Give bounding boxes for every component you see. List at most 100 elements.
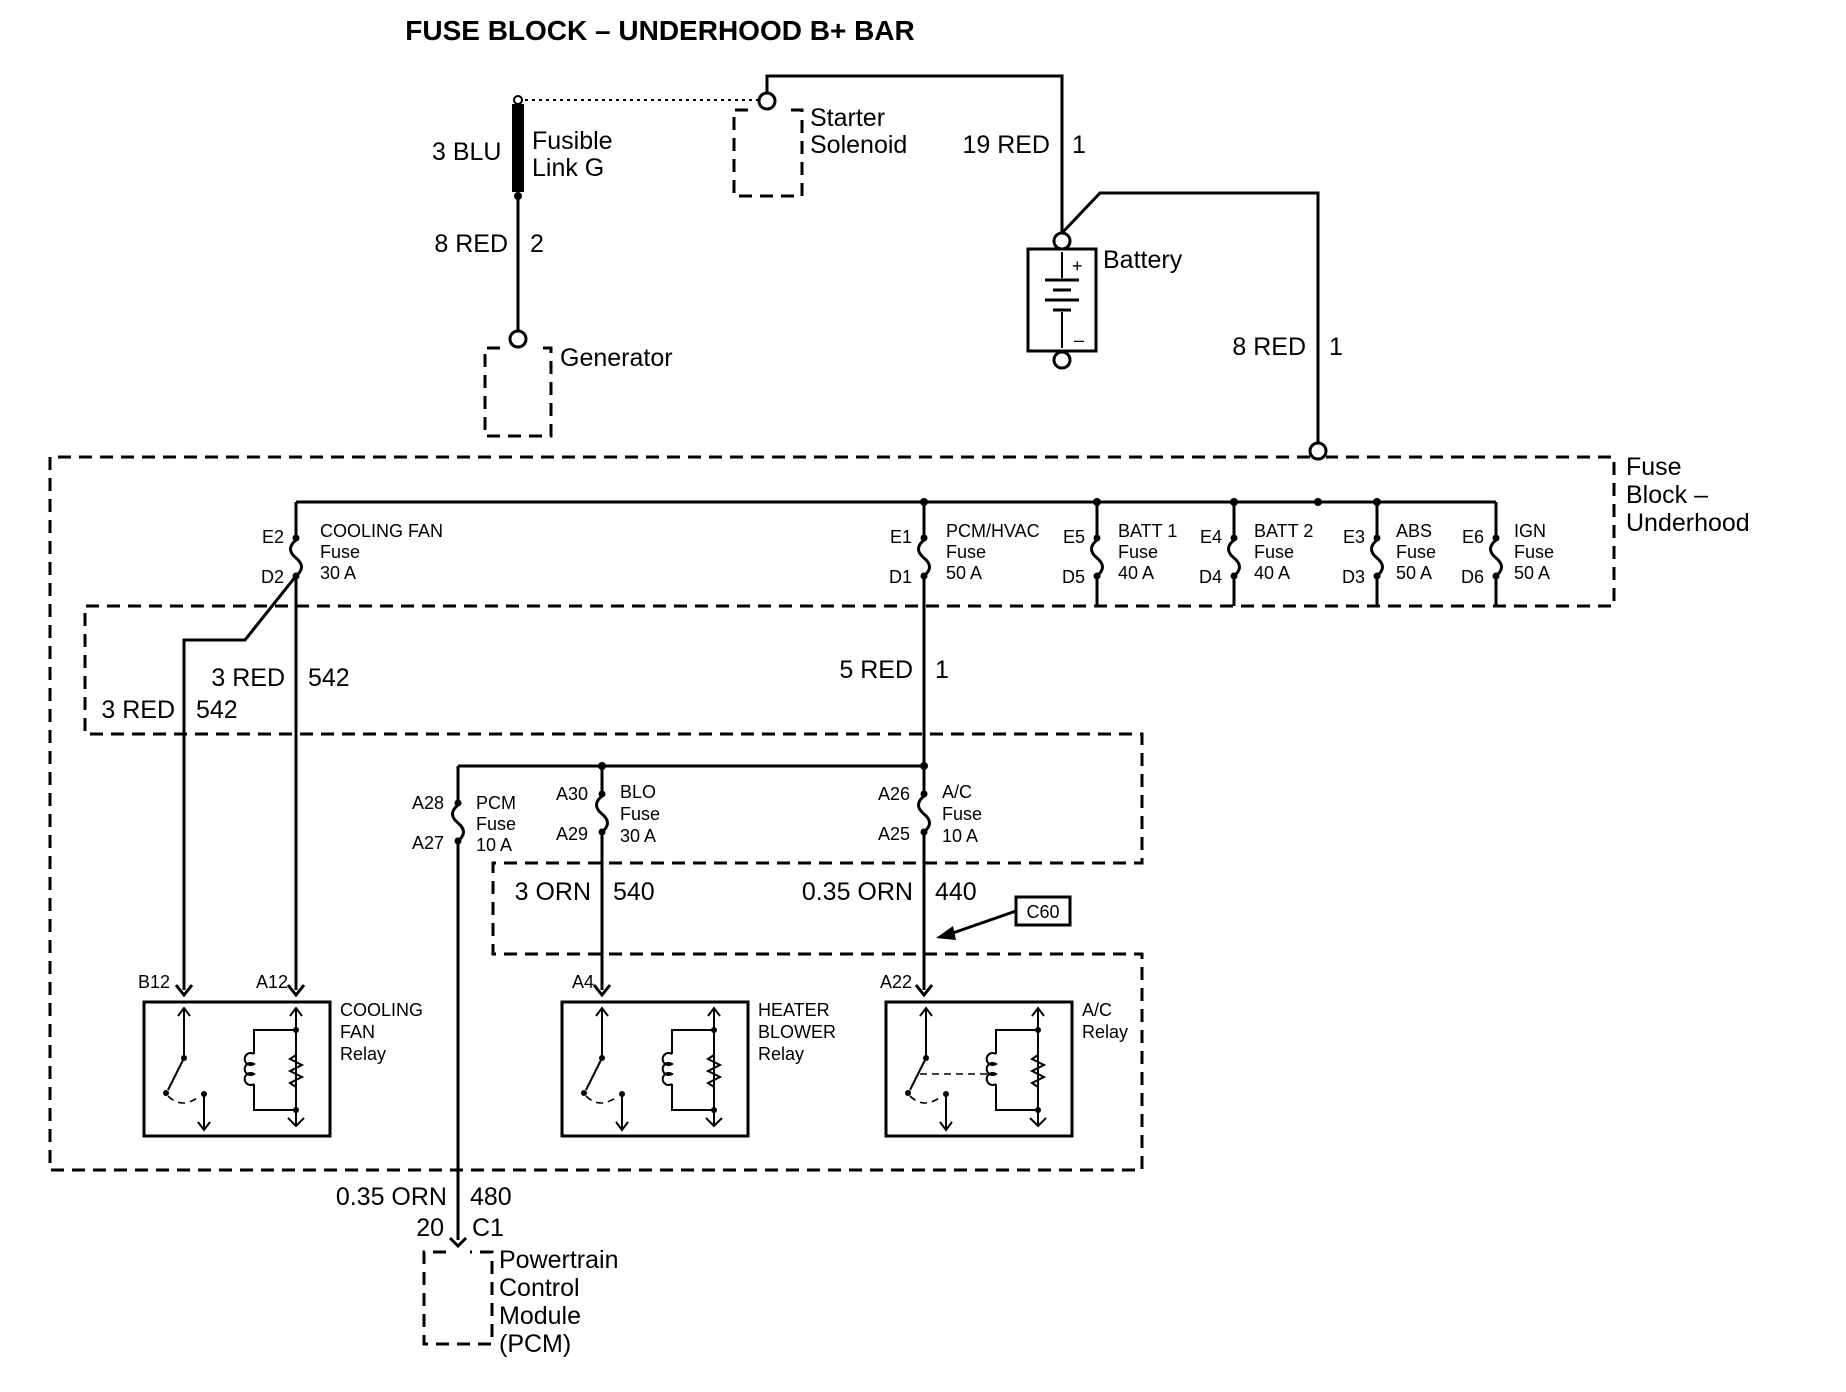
fuse-blo-rating: 30 A — [620, 826, 656, 846]
connector-c60-leader — [949, 909, 1017, 936]
fuse-batt-2-symbol — [1227, 538, 1241, 578]
fuse-pcm-hvac-name: PCM/HVAC — [946, 521, 1040, 541]
fuse-cooling-fan-bottom-pin: D2 — [261, 567, 284, 587]
fuse-batt-2-bottom-pin: D4 — [1199, 567, 1222, 587]
bus-splice-input — [1314, 498, 1322, 506]
fuse-ign-word: Fuse — [1514, 542, 1554, 562]
fuse-blo-word: Fuse — [620, 804, 660, 824]
fuse-cooling-fan-name: COOLING FAN — [320, 521, 443, 541]
battery-negative-terminal — [1052, 350, 1072, 370]
relay-heater-blower-resistor — [705, 1054, 723, 1088]
generator: 8 RED 2 Generator — [434, 196, 673, 438]
fuse-cooling-fan-rating: 30 A — [320, 563, 356, 583]
wire-pcm-hvac-name: 5 RED — [839, 656, 913, 684]
relay-cooling-fan: COOLING FAN Relay — [142, 1000, 423, 1138]
connector-c60-arrowhead — [936, 926, 956, 940]
fuse-ign-name: IGN — [1514, 521, 1546, 541]
wire-battery-block-name: 8 RED — [1232, 333, 1306, 361]
relay-ac-label-2: Relay — [1082, 1022, 1128, 1042]
pin-c1-20-arrow — [448, 1236, 468, 1249]
fuse-ign: E6 D6 IGN Fuse 50 A — [1461, 502, 1554, 606]
wire-pcm-hvac-circuit: 1 — [935, 656, 949, 684]
relay-cooling-fan-pin-b12: B12 — [138, 972, 170, 992]
relay-cooling-fan-coil — [243, 1052, 256, 1086]
wire-starter-name: 19 RED — [962, 131, 1050, 159]
pin-a4-arrow — [592, 984, 612, 998]
fusible-link-label-1: Fusible — [532, 127, 613, 155]
relay-ac-switch-arm — [909, 1057, 927, 1091]
fuse-batt-1-top-pin: E5 — [1063, 527, 1085, 547]
fuse-batt-1-symbol — [1090, 538, 1104, 578]
fuse-abs-rating: 50 A — [1396, 563, 1432, 583]
fuse-ac-word: Fuse — [942, 804, 982, 824]
fuse-abs: E3 D3 ABS Fuse 50 A — [1342, 502, 1436, 606]
relay-heater-blower-label-2: BLOWER — [758, 1022, 836, 1042]
fuse-pcm-top-pin: A28 — [412, 793, 444, 813]
fuse-abs-name: ABS — [1396, 521, 1432, 541]
battery-minus-sign: – — [1074, 330, 1084, 350]
fuse-batt-2-word: Fuse — [1254, 542, 1294, 562]
fuse-cooling-fan: E2 D2 COOLING FAN Fuse 30 A — [261, 502, 443, 587]
fusible-link-terminal — [513, 95, 523, 105]
relay-cooling-fan-resistor — [287, 1054, 305, 1088]
relay-heater-blower-coil — [661, 1052, 674, 1086]
pcm-label-2: Control — [499, 1274, 580, 1302]
generator-terminal — [508, 329, 528, 349]
relay-cooling-fan-label-3: Relay — [340, 1044, 386, 1064]
wire-blower-name: 3 ORN — [515, 878, 591, 906]
fuse-batt-2: E4 D4 BATT 2 Fuse 40 A — [1199, 502, 1313, 606]
wire-starter-battery — [765, 74, 1064, 233]
relay-cooling-fan-box — [142, 1000, 332, 1138]
fuse-pcm: A28 A27 PCM Fuse 10 A — [412, 766, 516, 855]
fuse-blo-name: BLO — [620, 782, 656, 802]
fuse-batt-1-rating: 40 A — [1118, 563, 1154, 583]
fusible-link: 3 BLU Fusible Link G — [432, 95, 760, 200]
wire-battery-block-circuit: 1 — [1329, 333, 1343, 361]
connector-c60-callout: C60 — [936, 895, 1072, 940]
generator-box — [483, 346, 553, 438]
relay-ac-pin-a22: A22 — [880, 972, 912, 992]
fuse-batt-1: E5 D5 BATT 1 Fuse 40 A — [1062, 502, 1177, 606]
wire-542-b12 — [182, 575, 298, 990]
fuse-ign-top-pin: E6 — [1462, 527, 1484, 547]
relay-heater-blower-label-3: Relay — [758, 1044, 804, 1064]
fuse-batt-2-rating: 40 A — [1254, 563, 1290, 583]
pcm-module: 0.35 ORN 480 20 C1 Powertrain Control Mo… — [336, 1183, 619, 1358]
relay-heater-blower-label-1: HEATER — [758, 1000, 830, 1020]
wire-blower-circuit: 540 — [613, 878, 655, 906]
fuse-ac-top-pin: A26 — [878, 784, 910, 804]
fuse-pcm-hvac-rating: 50 A — [946, 563, 982, 583]
pcm-label-1: Powertrain — [499, 1246, 619, 1274]
fuse-block-label-2: Block – — [1626, 481, 1708, 509]
wire-pcm-terminal: 20 — [416, 1214, 444, 1242]
relay-cooling-fan-label-2: FAN — [340, 1022, 375, 1042]
wire-542-a-name: 3 RED — [211, 664, 285, 692]
wire-starter-circuit: 1 — [1072, 131, 1086, 159]
wire-pcm-connector: C1 — [472, 1214, 504, 1242]
fuse-abs-word: Fuse — [1396, 542, 1436, 562]
pcm-label-4: (PCM) — [499, 1330, 571, 1358]
generator-label: Generator — [560, 344, 673, 372]
wire-542-b-name: 3 RED — [101, 696, 175, 724]
relay-cooling-fan-switch-arm — [167, 1057, 185, 1091]
fuse-pcm-hvac-symbol — [917, 538, 931, 578]
fuse-ac-bottom-pin: A25 — [878, 824, 910, 844]
fuse-pcm-word: Fuse — [476, 814, 516, 834]
fuse-block-input-terminal — [1308, 441, 1328, 461]
battery-label: Battery — [1103, 246, 1183, 274]
wire-generator-name: 8 RED — [434, 230, 508, 258]
relay-ac-label-1: A/C — [1082, 1000, 1112, 1020]
wire-542-a-circuit: 542 — [308, 664, 350, 692]
fuse-ac: A26 A25 A/C Fuse 10 A — [878, 766, 982, 846]
wire-pcm-name: 0.35 ORN — [336, 1183, 447, 1211]
battery: + – Battery 8 RED 1 — [1026, 191, 1343, 445]
fuse-batt-2-top-pin: E4 — [1200, 527, 1222, 547]
pin-a22-arrow — [914, 984, 934, 998]
relay-ac-resistor — [1029, 1054, 1047, 1088]
fuse-block-outline — [48, 455, 1616, 1172]
fuse-abs-symbol — [1370, 538, 1384, 578]
battery-positive-terminal — [1052, 231, 1072, 251]
fuse-block-label-1: Fuse — [1626, 453, 1682, 481]
relay-ac-box — [884, 1000, 1074, 1138]
